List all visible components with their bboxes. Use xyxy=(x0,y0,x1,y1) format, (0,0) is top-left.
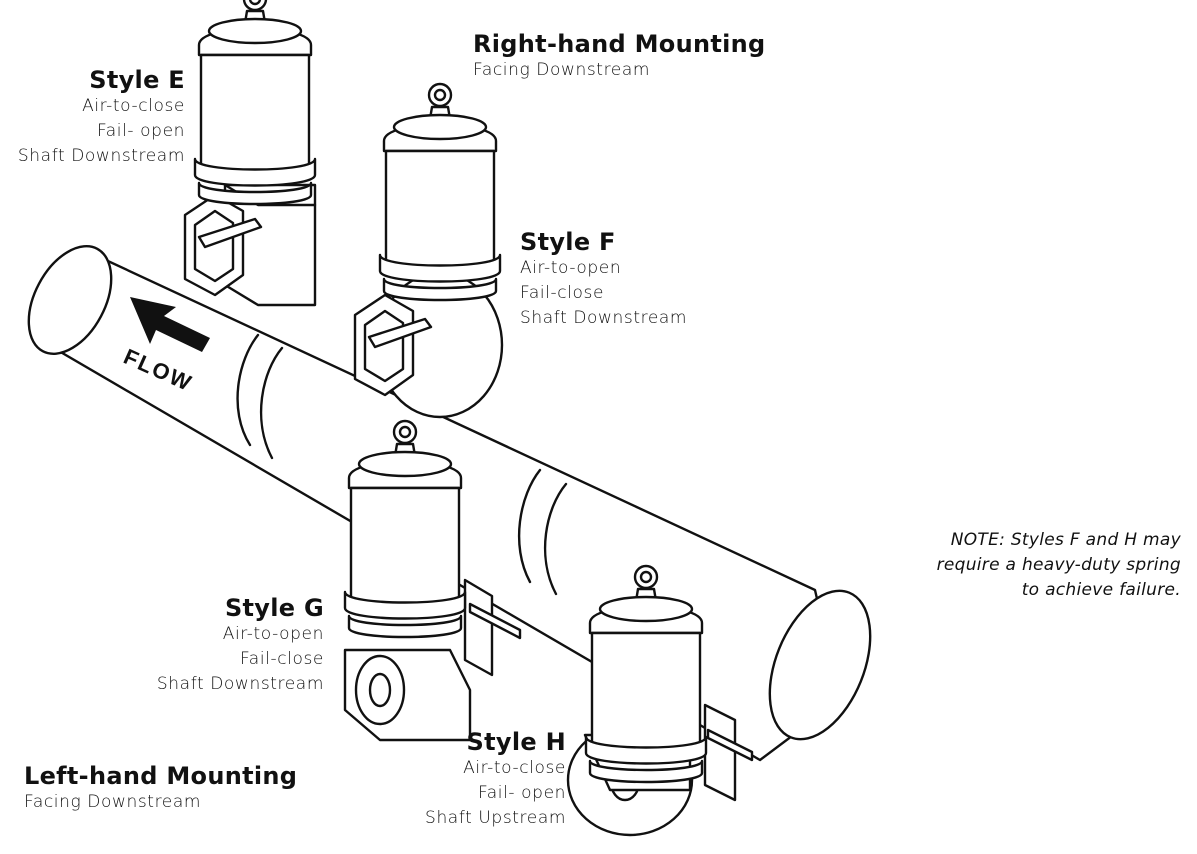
style-e-name: Style E xyxy=(89,66,185,94)
right-mounting-label: Right-hand Mounting Facing Downstream xyxy=(473,30,766,83)
note-text: NOTE: Styles F and H may require a heavy… xyxy=(937,528,1181,603)
style-e-line1: Air-to-close xyxy=(82,96,185,116)
style-f-name: Style F xyxy=(520,228,616,256)
style-g-line2: Fail-close xyxy=(239,649,324,669)
right-mounting-title: Right-hand Mounting xyxy=(473,30,766,58)
style-f-label: Style F Air-to-open Fail-close Shaft Dow… xyxy=(520,228,687,331)
style-f-line1: Air-to-open xyxy=(520,258,622,278)
style-e-line3: Shaft Downstream xyxy=(17,146,185,166)
style-h-line1: Air-to-close xyxy=(463,758,566,778)
left-mounting-label: Left-hand Mounting Facing Downstream xyxy=(24,762,297,815)
style-g-label: Style G Air-to-open Fail-close Shaft Dow… xyxy=(157,594,324,697)
style-h-label: Style H Air-to-close Fail- open Shaft Up… xyxy=(425,728,566,831)
style-h-valve xyxy=(566,564,754,837)
style-g-valve xyxy=(343,419,522,742)
style-h-line2: Fail- open xyxy=(477,783,566,803)
style-e-label: Style E Air-to-close Fail- open Shaft Do… xyxy=(18,66,185,169)
left-mounting-title: Left-hand Mounting xyxy=(24,762,298,790)
note-line1: NOTE: Styles F and H may xyxy=(950,530,1181,550)
style-f-valve xyxy=(353,82,504,419)
style-f-line2: Fail-close xyxy=(520,283,605,303)
style-f-line3: Shaft Downstream xyxy=(520,308,688,328)
style-h-name: Style H xyxy=(466,728,566,756)
note-line2: require a heavy-duty spring xyxy=(936,555,1181,575)
style-h-line3: Shaft Upstream xyxy=(425,808,566,828)
note-line3: to achieve failure. xyxy=(1021,580,1181,600)
right-mounting-subtitle: Facing Downstream xyxy=(473,60,651,80)
style-g-line1: Air-to-open xyxy=(222,624,324,644)
style-g-name: Style G xyxy=(224,594,324,622)
style-g-line3: Shaft Downstream xyxy=(156,674,324,694)
style-e-line2: Fail- open xyxy=(96,121,185,141)
left-mounting-subtitle: Facing Downstream xyxy=(24,792,202,812)
flow-arrow-icon xyxy=(130,297,210,352)
style-e-valve xyxy=(183,0,317,307)
